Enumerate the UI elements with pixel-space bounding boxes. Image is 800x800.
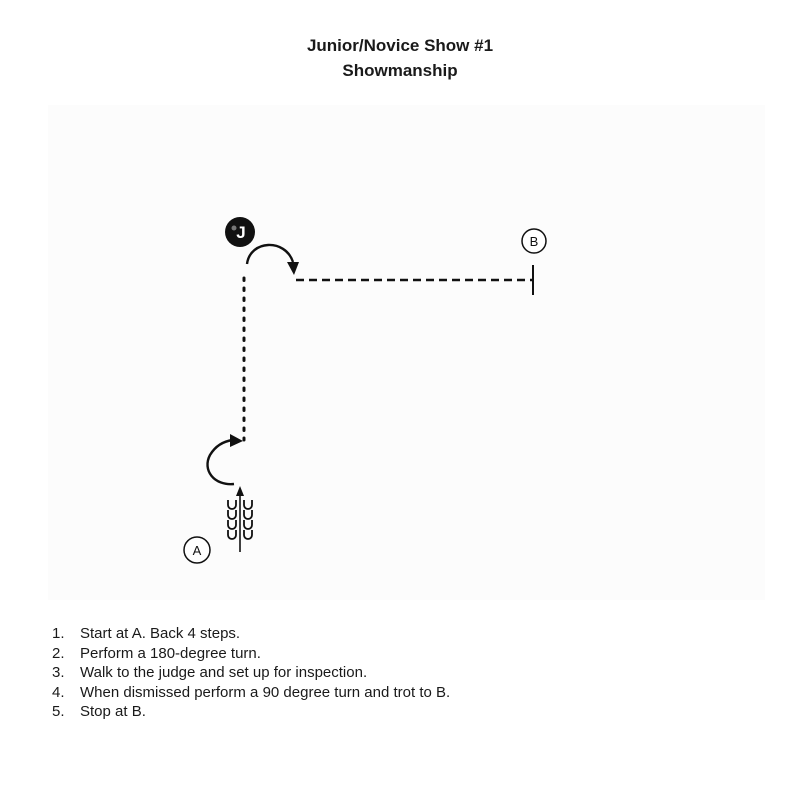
instruction-list: 1. Start at A. Back 4 steps. 2. Perform a … [52,624,450,722]
instruction-step: 3. Walk to the judge and set up for inspe… [52,663,450,683]
diagram-panel [48,105,765,600]
judge-circle-icon [225,217,255,247]
step-text: Perform a 180-degree turn. [80,644,261,662]
back-up-arrowhead-icon [236,486,244,496]
pattern-subtitle: Showmanship [342,61,458,80]
hoofprints [227,500,253,540]
a-label: A [193,543,202,558]
instruction-step: 1. Start at A. Back 4 steps. [52,624,450,644]
start-marker-a: A [183,536,211,564]
step-text: Start at A. Back 4 steps. [80,625,241,642]
instruction-step: 2. Perform a 180-degree turn. [52,644,450,664]
step-text: Walk to the judge and set up for inspect… [80,664,368,682]
step-number: 2. [52,644,65,662]
turn-90-arc [245,243,295,265]
step-number: 1. [52,625,65,642]
hoofprint-icon [227,500,237,510]
hoofprint-icon [243,510,253,520]
judge-label: J [236,223,245,242]
hoofprint-icon [227,510,237,520]
turn-180-arrowhead-icon [230,434,243,447]
step-text: When dismissed perform a 90 degree turn … [80,683,451,701]
a-circle-icon [183,536,211,564]
turn-180-arc [206,438,235,486]
hoofprint-icon [243,520,253,530]
b-label: B [530,234,539,249]
step-number: 5. [52,703,65,721]
hoofprint-icon [243,530,253,540]
judge-marker: J [225,217,255,247]
hoofprint-icon [227,530,237,540]
b-circle-icon [521,228,547,254]
step-number: 4. [52,683,65,701]
instruction-step: 4. When dismissed perform a 90 degree tur… [52,683,450,703]
step-text: Stop at B. [80,703,146,721]
hoofprint-icon [243,500,253,510]
step-number: 3. [52,664,65,682]
instruction-step: 5. Stop at B. [52,702,450,722]
end-marker-b: B [521,228,547,254]
hoofprint-icon [227,520,237,530]
judge-highlight [231,225,237,231]
pattern-title: Junior/Novice Show #1 [306,36,494,55]
turn-90-arrowhead-icon [287,262,299,275]
